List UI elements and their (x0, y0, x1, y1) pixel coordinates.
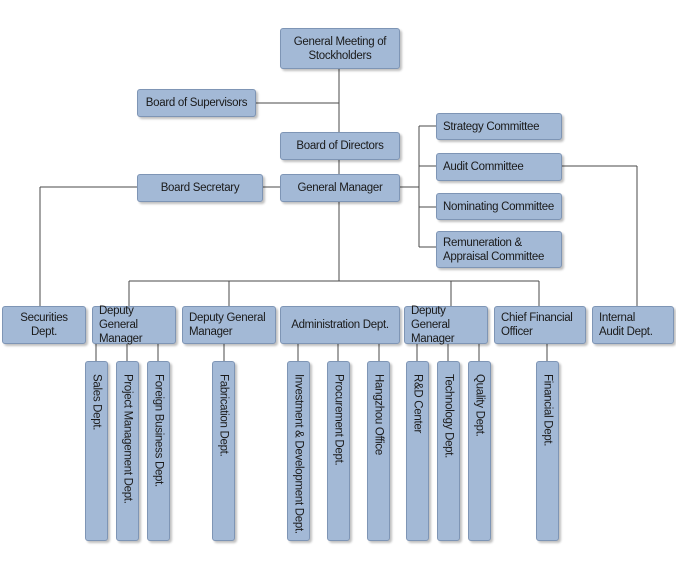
investment-development-dept-label: Investment & Development Dept. (292, 374, 305, 534)
strategy-committee-label: Strategy Committee (443, 120, 540, 133)
deputy-gm-2-box: Deputy General Manager (182, 306, 276, 344)
securities-dept-label: Securities Dept. (20, 312, 68, 338)
internal-audit-dept-box: Internal Audit Dept. (592, 306, 674, 344)
hangzhou-office-label: Hangzhou Office (372, 374, 385, 455)
deputy-gm-2-label: Deputy General Manager (189, 312, 266, 338)
internal-audit-dept-label: Internal Audit Dept. (599, 312, 653, 338)
foreign-business-dept-box: Foreign Business Dept. (147, 361, 170, 541)
financial-dept-label: Financial Dept. (541, 374, 554, 447)
quality-dept-label: Quality Dept. (473, 374, 486, 437)
fabrication-dept-label: Fabrication Dept. (217, 374, 230, 457)
general-meeting-box: General Meeting of Stockholders (280, 28, 400, 69)
deputy-gm-1-box: Deputy General Manager (92, 305, 176, 345)
board-of-directors-box: Board of Directors (280, 132, 400, 160)
deputy-gm-1-label: Deputy General Manager (99, 305, 143, 345)
sales-dept-box: Sales Dept. (85, 361, 108, 541)
remuneration-committee-box: Remuneration & Appraisal Committee (436, 231, 562, 268)
investment-development-dept-box: Investment & Development Dept. (287, 361, 310, 541)
deputy-gm-3-label: Deputy General Manager (411, 305, 455, 345)
audit-committee-box: Audit Committee (436, 153, 562, 181)
administration-dept-label: Administration Dept. (291, 319, 389, 331)
cfo-label: Chief Financial Officer (501, 312, 573, 338)
strategy-committee-box: Strategy Committee (436, 113, 562, 140)
foreign-business-dept-label: Foreign Business Dept. (152, 374, 165, 487)
board-secretary-box: Board Secretary (137, 174, 263, 202)
rd-center-label: R&D Center (411, 374, 424, 433)
quality-dept-box: Quality Dept. (468, 361, 491, 541)
administration-dept-box: Administration Dept. (280, 306, 400, 344)
nominating-committee-box: Nominating Committee (436, 193, 562, 220)
technology-dept-box: Technology Dept. (437, 361, 460, 541)
cfo-box: Chief Financial Officer (494, 306, 586, 344)
sales-dept-label: Sales Dept. (90, 374, 103, 431)
general-manager-label: General Manager (297, 182, 383, 194)
procurement-dept-box: Procurement Dept. (327, 361, 350, 541)
rd-center-box: R&D Center (406, 361, 429, 541)
remuneration-committee-label: Remuneration & Appraisal Committee (443, 236, 545, 263)
procurement-dept-label: Procurement Dept. (332, 374, 345, 466)
board-of-directors-label: Board of Directors (296, 140, 384, 152)
fabrication-dept-box: Fabrication Dept. (212, 361, 235, 541)
board-of-supervisors-label: Board of Supervisors (145, 97, 248, 109)
technology-dept-label: Technology Dept. (442, 374, 455, 459)
board-of-supervisors-box: Board of Supervisors (137, 89, 256, 117)
hangzhou-office-box: Hangzhou Office (367, 361, 390, 541)
project-management-dept-label: Project Management Dept. (121, 374, 134, 504)
general-meeting-label: General Meeting of Stockholders (293, 35, 387, 62)
nominating-committee-label: Nominating Committee (443, 200, 554, 213)
securities-dept-box: Securities Dept. (2, 306, 86, 344)
deputy-gm-3-box: Deputy General Manager (404, 305, 488, 345)
board-secretary-label: Board Secretary (160, 182, 240, 194)
audit-committee-label: Audit Committee (443, 161, 524, 173)
general-manager-box: General Manager (280, 174, 400, 202)
project-management-dept-box: Project Management Dept. (116, 361, 139, 541)
financial-dept-box: Financial Dept. (536, 361, 559, 541)
